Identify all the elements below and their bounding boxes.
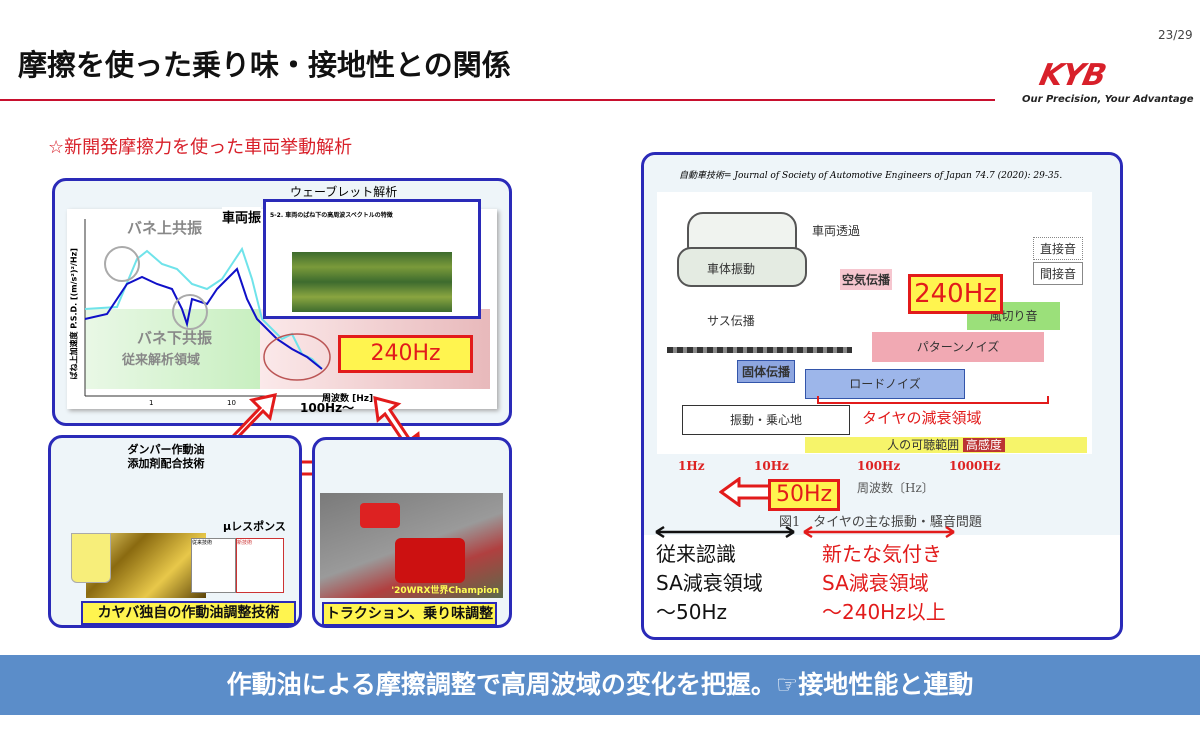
label-wind: 風切り音: [967, 302, 1060, 330]
old-tech-label: 従来技術: [192, 540, 213, 546]
psd-panel: ばね上加速度 P.S.D. [(m/s²)²/Hz] バネ上共振 バネ下共振 従…: [52, 178, 512, 426]
sensitivity-badge: 高感度: [962, 438, 1005, 452]
freq-axis-label: 周波数〔Hz〕: [857, 481, 934, 495]
label-body-vibration: 車体振動: [707, 262, 756, 276]
hz-240-badge: 240Hz: [338, 335, 473, 373]
mu-response-label: μレスポンス: [223, 520, 286, 533]
traction-label: トラクション、乗り味調整: [322, 602, 497, 626]
oil-heading-line2: 添加剤配合技術: [127, 457, 205, 470]
new-tech-label: 新技術: [237, 540, 253, 546]
lower-resonance-label: バネ下共振: [137, 329, 213, 347]
label-air: 空気伝播: [840, 269, 893, 290]
psd-curves: [84, 219, 331, 397]
page-number: 23/29: [1158, 28, 1193, 42]
title-divider: [0, 99, 995, 101]
new-tech-graph: 新技術: [236, 538, 284, 593]
x-tick-10: 10: [227, 399, 236, 407]
wavelet-inset: 5-2. 車両のばね下の高周波スペクトルの特徴: [263, 199, 481, 319]
tire-damping-label: タイヤの減衰領域: [862, 409, 982, 427]
range-arrows: [655, 525, 955, 539]
tick-1hz: 1Hz: [678, 459, 705, 473]
label-ride: 振動・乗心地: [682, 405, 850, 435]
oil-heading-line1: ダンパー作動油: [127, 443, 205, 456]
label-pattern-noise: パターンノイズ: [872, 332, 1044, 362]
oil-technology-panel: ダンパー作動油 添加剤配合技術 μレスポンス 従来技術 新技術 カヤバ独自の作動…: [48, 435, 302, 628]
old-line-3: ～50Hz: [656, 600, 727, 624]
upper-resonance-label: バネ上共振: [127, 219, 203, 237]
label-indirect: 間接音: [1033, 262, 1084, 285]
inset-title: 5-2. 車両のばね下の高周波スペクトルの特徴: [270, 212, 393, 219]
oil-heading: ダンパー作動油 添加剤配合技術: [111, 443, 221, 471]
tick-1000hz: 1000Hz: [949, 459, 1001, 473]
conclusion-banner: 作動油による摩擦調整で高周波域の変化を把握。☞接地性能と連動: [0, 655, 1200, 715]
new-line-2: SA減衰領域: [822, 571, 929, 595]
x-tick-1: 1: [149, 399, 154, 407]
new-line-3: ～240Hz以上: [822, 600, 946, 624]
label-suspension: サス伝播: [707, 314, 755, 328]
audible-text: 人の可聴範囲: [887, 438, 960, 452]
label-vehicle-transmission: 車両透過: [812, 224, 861, 238]
slide-title: 摩擦を使った乗り味・接地性との関係: [18, 48, 511, 82]
old-line-1: 従来認識: [656, 542, 736, 566]
beaker-icon: [71, 533, 111, 583]
race-car-photo: '20WRX世界Champion: [320, 493, 503, 598]
old-tech-graph: 従来技術: [191, 538, 236, 593]
new-line-1: 新たな気付き: [822, 542, 942, 566]
old-line-2: SA減衰領域: [656, 571, 763, 595]
label-road-noise: ロードノイズ: [805, 369, 965, 399]
wavelet-spectrogram: [292, 252, 452, 312]
race-car-icon: [360, 503, 400, 528]
journal-diagram: 車両透過 車体振動 サス伝播 空気伝播 固体伝播 直接音 間接音 風切り音 パタ…: [657, 192, 1092, 454]
oil-technology-label: カヤバ独自の作動油調整技術: [81, 601, 296, 625]
x-axis-label: 周波数 [Hz]: [322, 394, 374, 404]
tick-10hz: 10Hz: [754, 459, 789, 473]
new-recognition: 新たな気付き SA減衰領域 ～240Hz以上: [822, 540, 946, 627]
champion-caption: '20WRX世界Champion: [391, 586, 499, 596]
logo-tagline: Our Precision, Your Advantage: [1022, 94, 1194, 105]
section-subtitle: ☆新開発摩擦力を使った車両挙動解析: [48, 137, 353, 158]
conventional-region: [85, 309, 260, 389]
panel-heading: 車両振: [222, 207, 262, 226]
wavelet-label: ウェーブレット解析: [290, 185, 398, 199]
figure-caption: 図1 タイヤの主な振動・騒音問題: [779, 515, 982, 530]
tire-damping-bracket: [817, 396, 1049, 404]
hz-240-badge: 240Hz: [908, 274, 1003, 314]
race-panel: '20WRX世界Champion トラクション、乗り味調整: [312, 437, 512, 628]
hz-50-badge: 50Hz: [768, 479, 840, 511]
label-audible: 人の可聴範囲 高感度: [805, 437, 1087, 453]
old-recognition: 従来認識 SA減衰領域 ～50Hz: [656, 540, 763, 627]
conventional-region-label: 従来解析領域: [122, 353, 201, 368]
label-direct: 直接音: [1033, 237, 1084, 260]
label-solid: 固体伝播: [737, 360, 796, 383]
race-car-icon: [395, 538, 465, 583]
journal-citation: 自動車技術= Journal of Society of Automotive …: [679, 171, 1063, 181]
road-surface: [667, 347, 852, 353]
range-note: 100Hz～: [300, 401, 355, 415]
car-body-icon: [677, 247, 807, 287]
tick-100hz: 100Hz: [857, 459, 901, 473]
journal-panel: 自動車技術= Journal of Society of Automotive …: [641, 152, 1123, 640]
